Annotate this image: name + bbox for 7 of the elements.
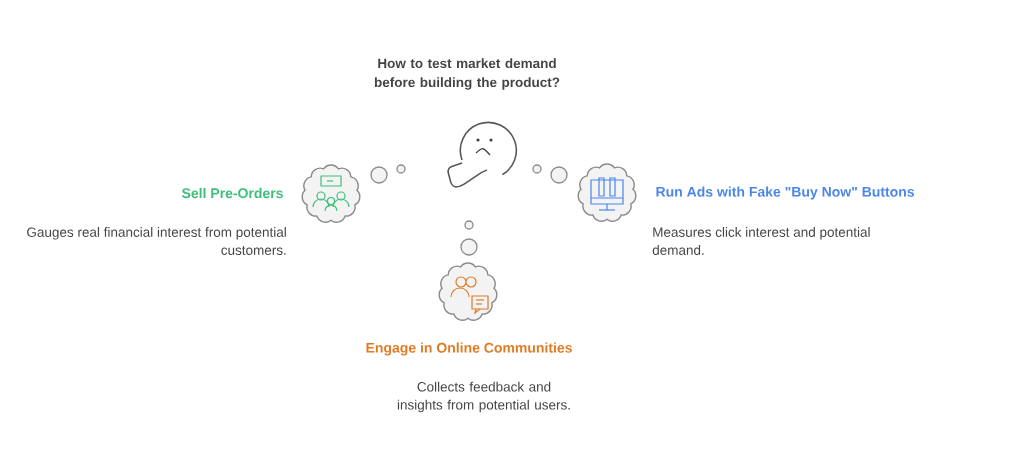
item-description: Gauges real financial interest from potential customers. [27, 227, 286, 255]
item-description: Measures click interest and potential demand. [652, 227, 870, 255]
item-heading: Sell Pre-Orders [181, 187, 283, 199]
item-heading: Engage in Online Communities [366, 342, 572, 356]
item-heading: Run Ads with Fake "Buy Now" Buttons [656, 186, 914, 200]
title: How to test market demand before building the product? [374, 58, 560, 90]
item-description: Collects feedback and insights from potential users. [397, 381, 570, 413]
